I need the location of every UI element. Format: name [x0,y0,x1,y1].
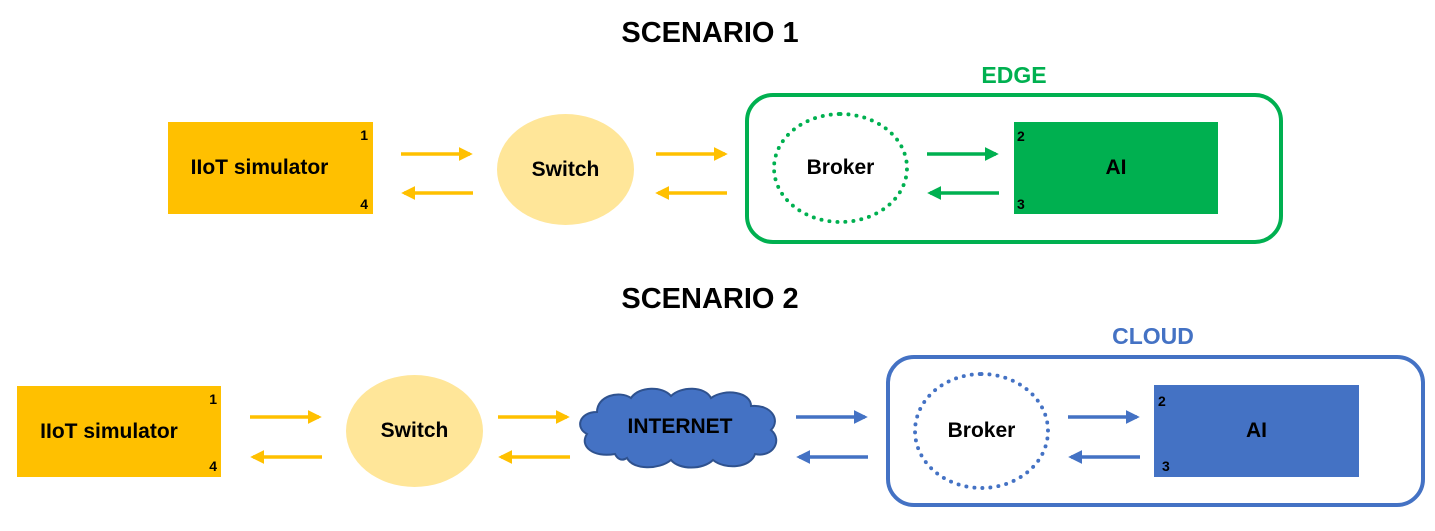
scenario-2-title: SCENARIO 2 [621,283,799,315]
broker-node-1: Broker [772,112,909,224]
edge-label: EDGE [981,62,1047,88]
edge-zone-frame [745,93,1283,244]
switch-node-2: Switch [346,375,483,487]
switch-node-1: Switch [497,114,634,225]
switch-label: Switch [380,419,449,442]
scenario-1-title: SCENARIO 1 [621,17,799,49]
step-number-1: 1 [209,391,217,407]
step-number-1: 1 [360,127,368,143]
internet-cloud-icon [579,387,778,469]
iiot-simulator-box-1: IIoT simulator 1 4 [168,122,373,214]
broker-label: Broker [947,419,1016,442]
cloud-label: CLOUD [1112,323,1194,349]
broker-label: Broker [806,156,875,179]
ai-label: AI [1246,419,1267,442]
step-number-2: 2 [1158,393,1166,409]
ai-box-2: AI 2 3 [1154,385,1359,477]
step-number-3: 3 [1162,458,1170,474]
step-number-2: 2 [1017,128,1025,144]
step-number-4: 4 [209,458,217,474]
cloud-zone-frame [886,355,1425,507]
step-number-4: 4 [360,196,368,212]
broker-node-2: Broker [913,372,1050,490]
ai-label: AI [1105,156,1127,179]
switch-label: Switch [531,157,600,181]
step-number-3: 3 [1017,196,1025,212]
internet-label: INTERNET [627,415,733,438]
ai-box-1: AI 2 3 [1014,122,1218,214]
iiot-simulator-label: IIoT simulator [190,156,329,179]
iiot-simulator-box-2: IIoT simulator 1 4 [17,386,221,477]
iiot-simulator-label: IIoT simulator [40,419,178,443]
